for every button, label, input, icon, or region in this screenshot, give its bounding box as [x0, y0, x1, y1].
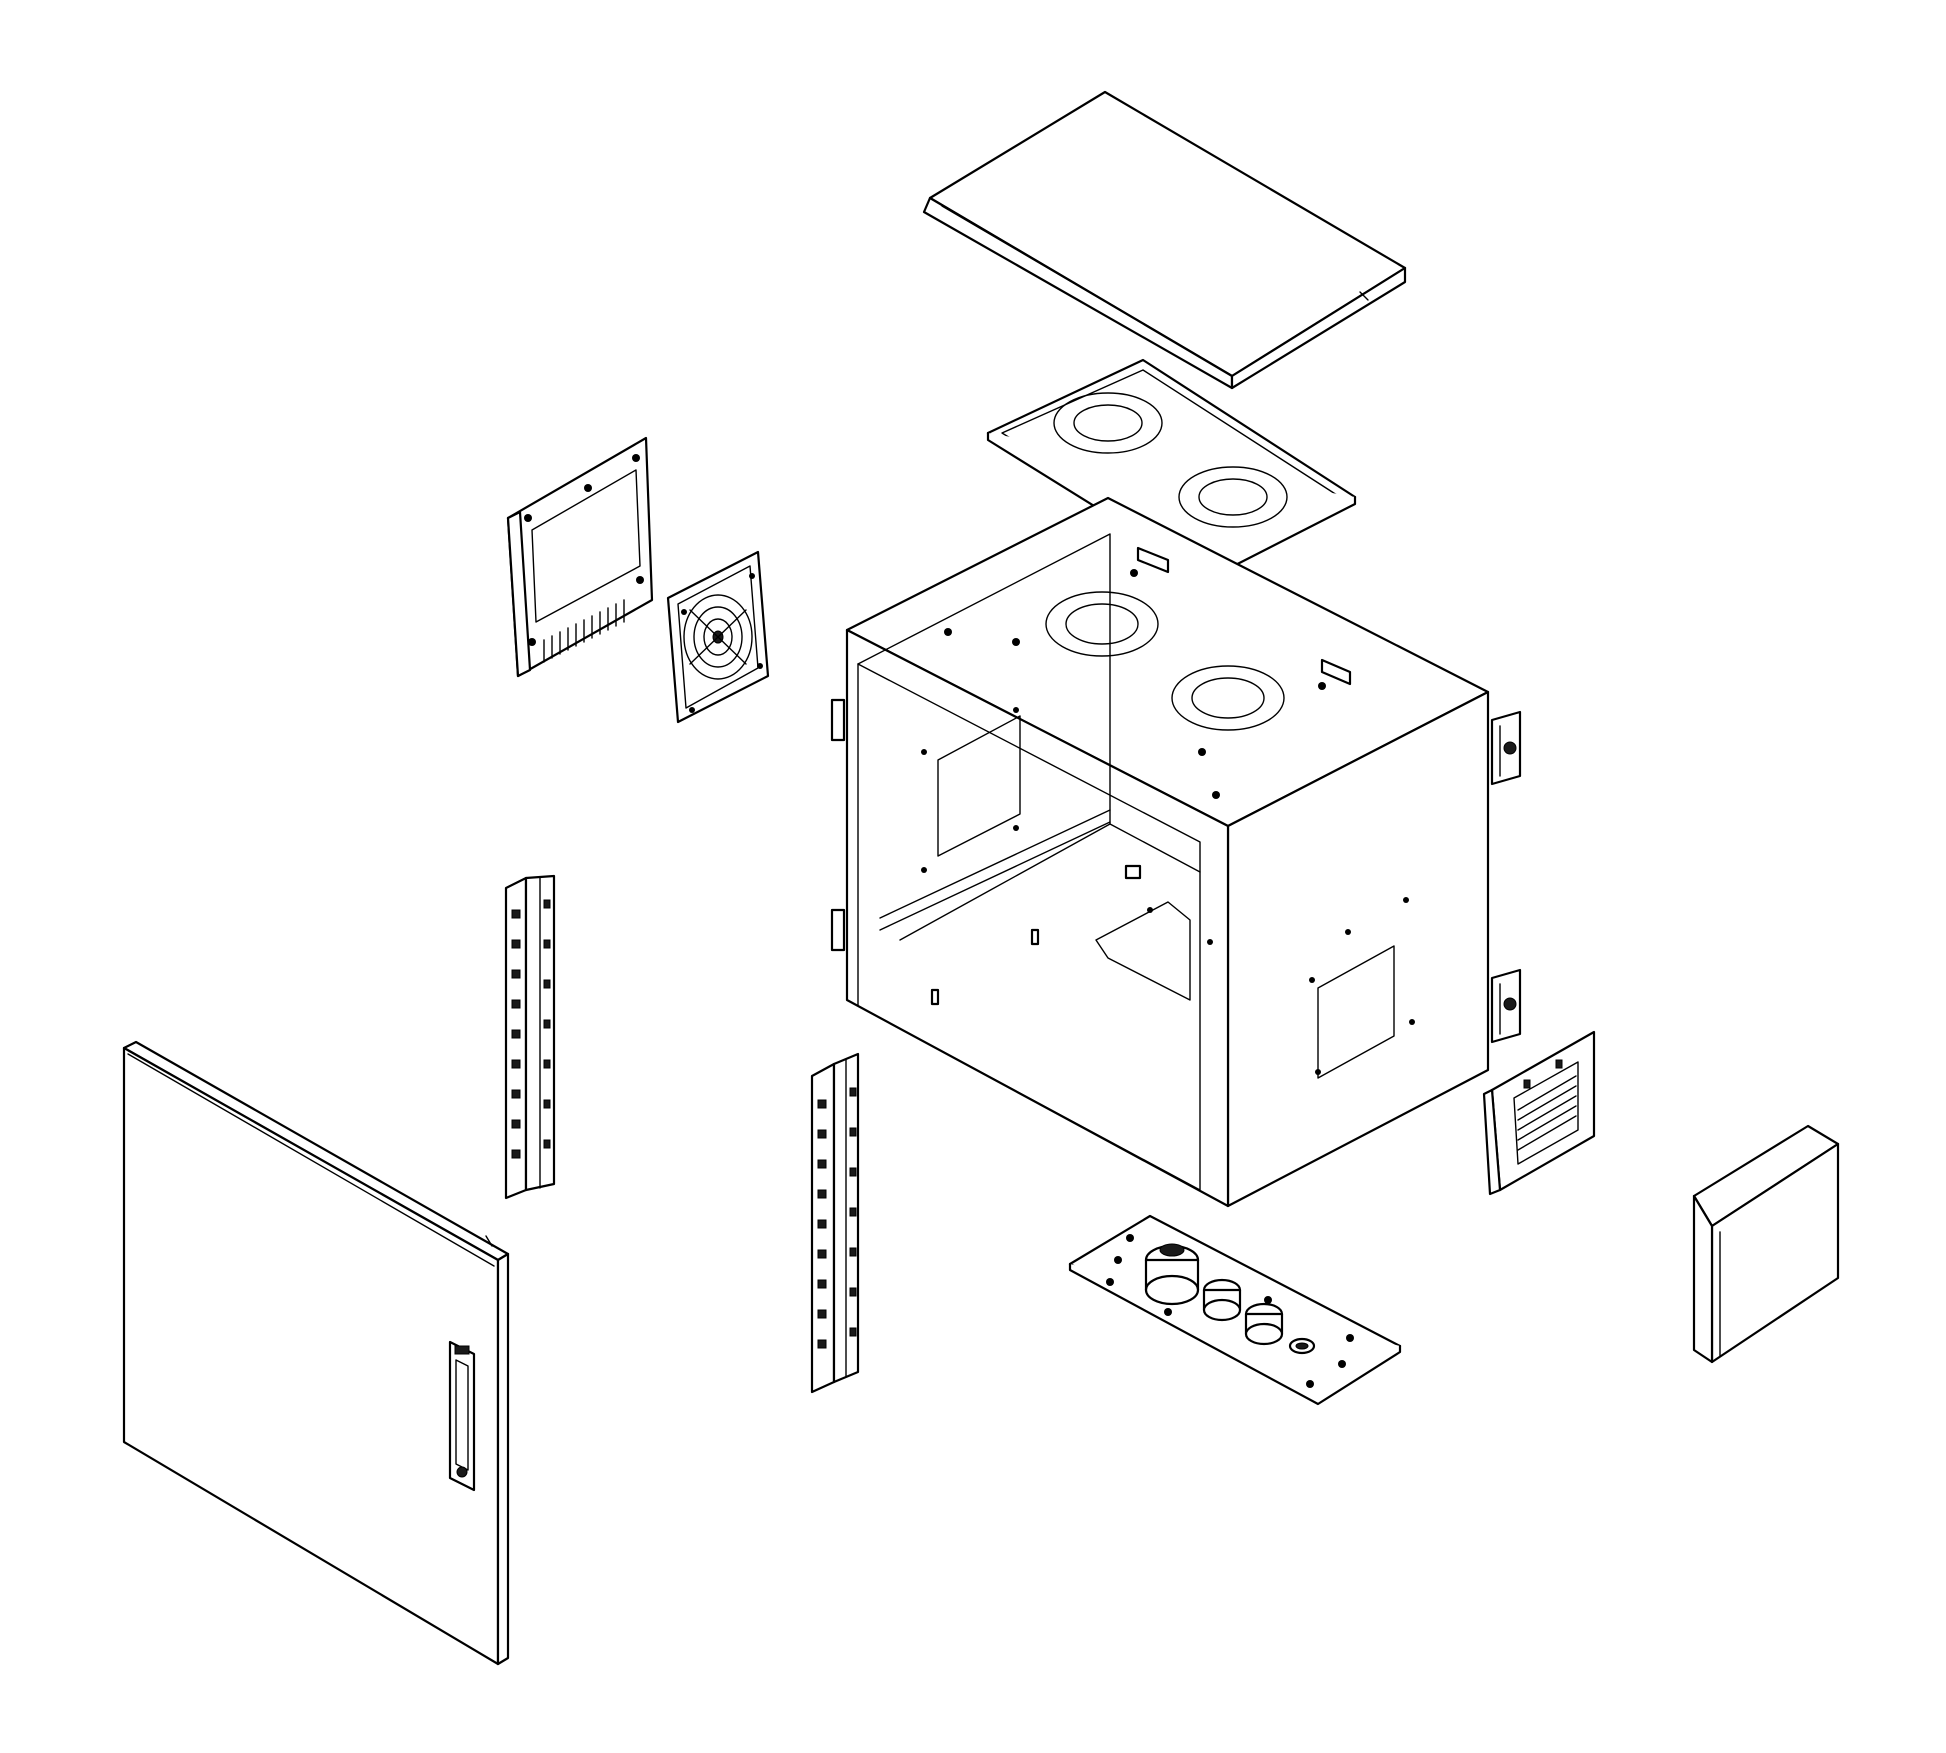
top-fan-cutout-2 [1171, 665, 1285, 731]
mounting-rail-left [504, 874, 556, 1200]
fan-plate-cutout-2 [1178, 466, 1288, 528]
rail-left-square-holes [511, 899, 551, 1159]
side-vent-filter [1482, 1030, 1596, 1196]
cable-gland-small [1288, 1337, 1316, 1355]
top-fan-cutout-1 [1045, 591, 1159, 657]
cable-gland-large [1144, 1243, 1200, 1306]
mounting-rail-right [810, 1052, 860, 1394]
rail-right-square-holes [817, 1087, 857, 1349]
vent-filter-slats [1517, 1075, 1577, 1151]
cable-gland-medium-1 [1202, 1278, 1242, 1322]
shroud-vent-slots [543, 599, 625, 663]
vent-hood [1692, 1124, 1840, 1364]
top-cover [922, 90, 1407, 390]
fan-plate-cutout-1 [1053, 392, 1163, 454]
cabinet-body [830, 496, 1490, 1208]
door-handle [448, 1340, 476, 1492]
fan-shroud [506, 436, 654, 678]
wall-bracket-upper [1490, 710, 1522, 786]
cable-gland-plate [1068, 1214, 1402, 1406]
front-door [122, 1040, 510, 1666]
fan-unit [666, 550, 770, 724]
wall-bracket-lower [1490, 968, 1522, 1044]
cable-gland-medium-2 [1244, 1302, 1284, 1346]
fan-plate [986, 358, 1357, 580]
